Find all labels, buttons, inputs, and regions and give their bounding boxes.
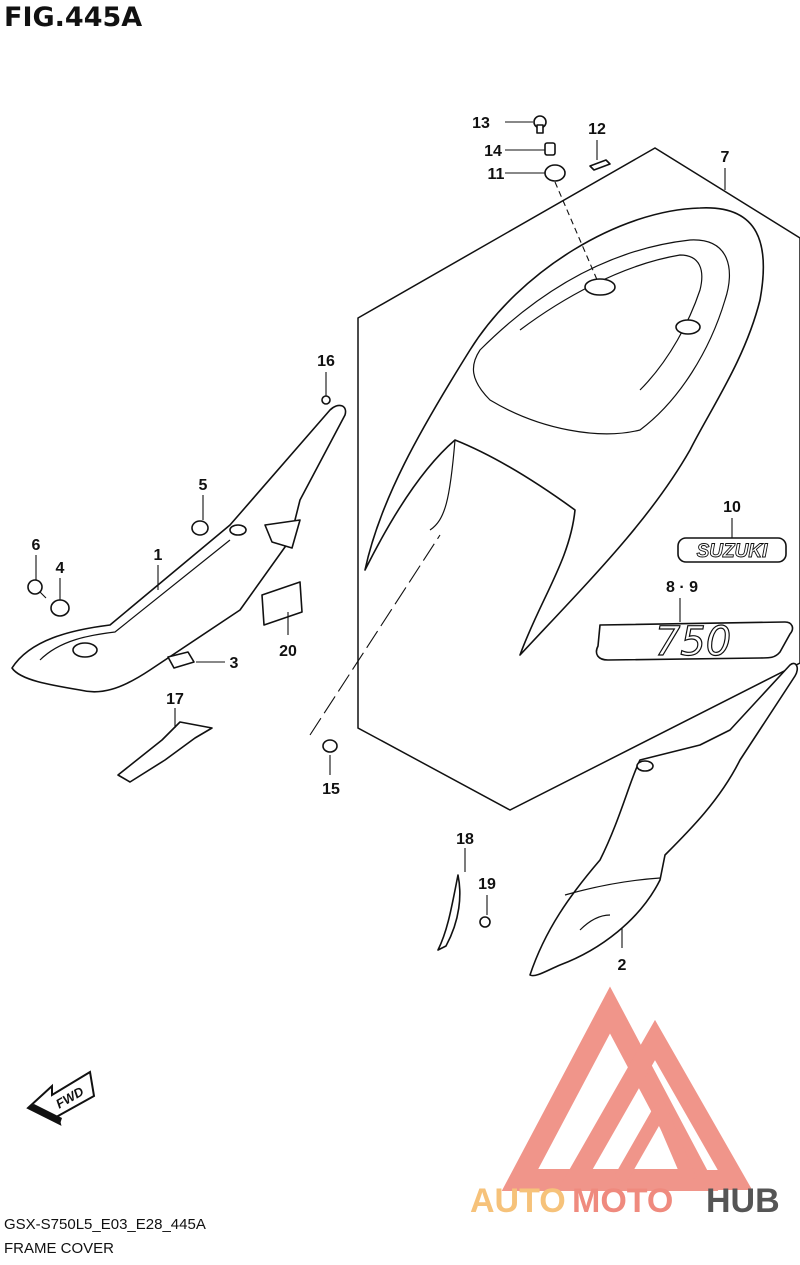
callout-3: 3 bbox=[230, 655, 239, 672]
part-20-pad bbox=[261, 581, 303, 626]
callout-15: 15 bbox=[322, 781, 340, 798]
part-8-9-750-decal: 750 bbox=[595, 618, 794, 666]
part-1-left-frame-cover bbox=[11, 404, 347, 693]
part-13-bolt bbox=[533, 115, 547, 134]
part-2-right-frame-cover bbox=[529, 662, 798, 977]
diagram-code: GSX-S750L5_E03_E28_445A bbox=[4, 1216, 206, 1233]
part-5-grommet bbox=[191, 520, 209, 536]
callout-8-9: 8 · 9 bbox=[666, 579, 698, 596]
callout-13: 13 bbox=[472, 115, 490, 132]
watermark-logo bbox=[501, 986, 753, 1191]
part-6-screw bbox=[27, 579, 47, 599]
fwd-direction-arrow: FWD bbox=[26, 1070, 96, 1126]
callout-16: 16 bbox=[317, 353, 335, 370]
watermark-text-moto: MOTO bbox=[572, 1182, 673, 1220]
watermark-text-hub: HUB bbox=[706, 1182, 780, 1220]
part-17-bracket bbox=[117, 721, 213, 783]
part-10-suzuki-decal: SUZUKI bbox=[677, 537, 787, 563]
model-decal-text: 750 bbox=[655, 619, 731, 665]
part-19-screw bbox=[479, 916, 491, 928]
part-18-bracket bbox=[437, 874, 461, 951]
suzuki-decal-text: SUZUKI bbox=[697, 541, 768, 562]
callout-4: 4 bbox=[56, 560, 65, 577]
part-15-grommet bbox=[322, 739, 338, 753]
part-16-screw bbox=[321, 395, 331, 405]
assembly-outline bbox=[357, 147, 800, 811]
callout-17: 17 bbox=[166, 691, 184, 708]
callout-14: 14 bbox=[484, 143, 502, 160]
callout-11: 11 bbox=[488, 166, 505, 183]
callout-2: 2 bbox=[618, 957, 627, 974]
callout-18: 18 bbox=[456, 831, 474, 848]
callout-5: 5 bbox=[199, 477, 208, 494]
part-3-cushion bbox=[167, 651, 195, 669]
figure-title: FIG.445A bbox=[4, 2, 143, 33]
part-11-grommet bbox=[544, 164, 566, 182]
part-7-seat-tail-cowl bbox=[364, 207, 765, 656]
part-4-grommet bbox=[50, 599, 70, 617]
leader-lines bbox=[35, 121, 733, 948]
callout-6: 6 bbox=[32, 537, 41, 554]
callout-19: 19 bbox=[478, 876, 496, 893]
diagram-caption: FRAME COVER bbox=[4, 1240, 115, 1257]
watermark-text-auto: AUTO bbox=[470, 1182, 566, 1220]
callout-12: 12 bbox=[588, 121, 606, 138]
callout-1: 1 bbox=[154, 547, 163, 564]
part-12-tape bbox=[589, 159, 611, 171]
callout-20: 20 bbox=[279, 643, 297, 660]
callout-10: 10 bbox=[723, 499, 741, 516]
watermark-wordmark: AUTO MOTO HUB bbox=[470, 1182, 780, 1220]
callout-7: 7 bbox=[721, 149, 730, 166]
callout-numbers: 1 2 3 4 5 6 7 8 · 9 10 11 12 13 14 15 16… bbox=[32, 115, 741, 974]
part-14-collar bbox=[544, 142, 556, 156]
